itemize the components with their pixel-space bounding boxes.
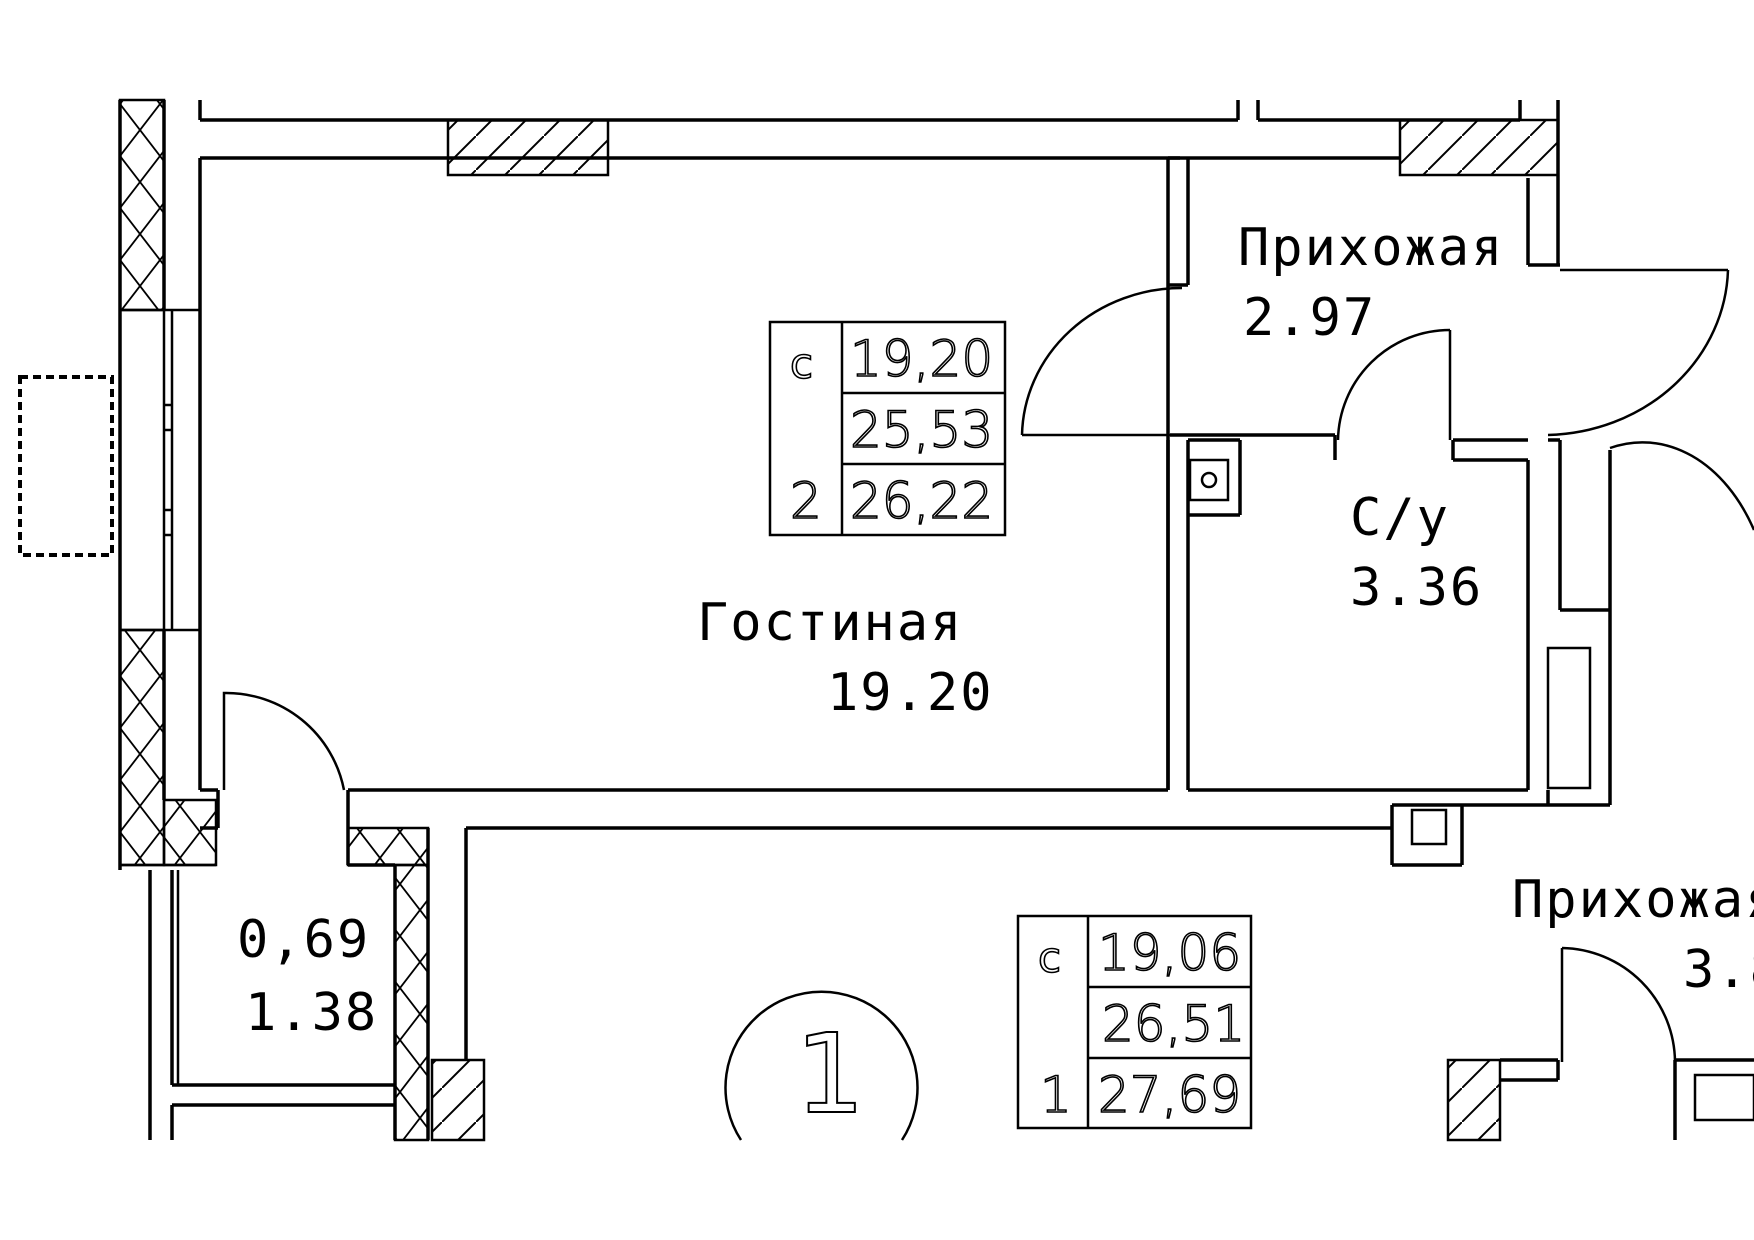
- radiator-icon: [18, 375, 114, 557]
- room-area: 3.36: [1350, 558, 1483, 618]
- room-living: Гостиная 19.20: [697, 593, 994, 723]
- hallway-walls: [1166, 178, 1612, 867]
- room-hall-bottom: Прихожая 3.8: [1512, 870, 1754, 1000]
- table-letter: с: [790, 339, 813, 388]
- window-icon: [118, 308, 202, 632]
- top-wall: [198, 100, 1560, 265]
- table-total-area: 25,53: [850, 401, 993, 459]
- room-balcony: 0,69 1.38: [237, 910, 378, 1043]
- exterior-left-wall: [118, 98, 218, 870]
- table-total-with-balcony: 26,22: [850, 472, 993, 530]
- entrance-door-swing-icon: [1547, 268, 1730, 437]
- area-table-apartment-1: с 1 19,06 26,51 27,69: [1016, 914, 1253, 1130]
- room-bathroom: С/у 3.36: [1350, 488, 1483, 618]
- table-living-area: 19,06: [1098, 924, 1241, 982]
- balcony-walls: [148, 691, 430, 1142]
- bathroom-door-swing-icon: [1336, 328, 1452, 441]
- living-room-walls: [198, 156, 1190, 830]
- neighbor-door-swing-icon: [1609, 441, 1754, 531]
- room-name: Прихожая: [1238, 218, 1504, 278]
- apartment-number: 1: [795, 1010, 865, 1138]
- table-letter: с: [1038, 933, 1061, 982]
- room-hall-top: Прихожая 2.97: [1238, 218, 1504, 348]
- room-name: Прихожая: [1512, 870, 1754, 930]
- ventilation-shaft-icon: [1546, 646, 1592, 790]
- room-area: 1.38: [245, 983, 378, 1043]
- vent-box-icon: [1410, 808, 1448, 846]
- table-total-with-balcony: 27,69: [1098, 1066, 1241, 1124]
- table-rooms-count: 2: [790, 472, 822, 530]
- room-area: 3.8: [1683, 940, 1754, 1000]
- table-rooms-count: 1: [1040, 1066, 1072, 1124]
- room-area: 2.97: [1243, 288, 1376, 348]
- door-swing-icon: [1020, 286, 1183, 437]
- lower-apartment-walls: [430, 826, 1754, 1142]
- table-total-area: 26,51: [1102, 995, 1245, 1053]
- room-area: 19.20: [827, 663, 994, 723]
- room-name: С/у: [1350, 488, 1450, 548]
- table-living-area: 19,20: [850, 330, 993, 388]
- toilet-riser-icon: [1188, 458, 1230, 502]
- area-table-apartment-2: с 2 19,20 25,53 26,22: [768, 320, 1007, 537]
- room-name: Гостиная: [697, 593, 963, 653]
- room-coef-area: 0,69: [237, 910, 370, 970]
- apartment-number-marker: 1: [724, 990, 919, 1141]
